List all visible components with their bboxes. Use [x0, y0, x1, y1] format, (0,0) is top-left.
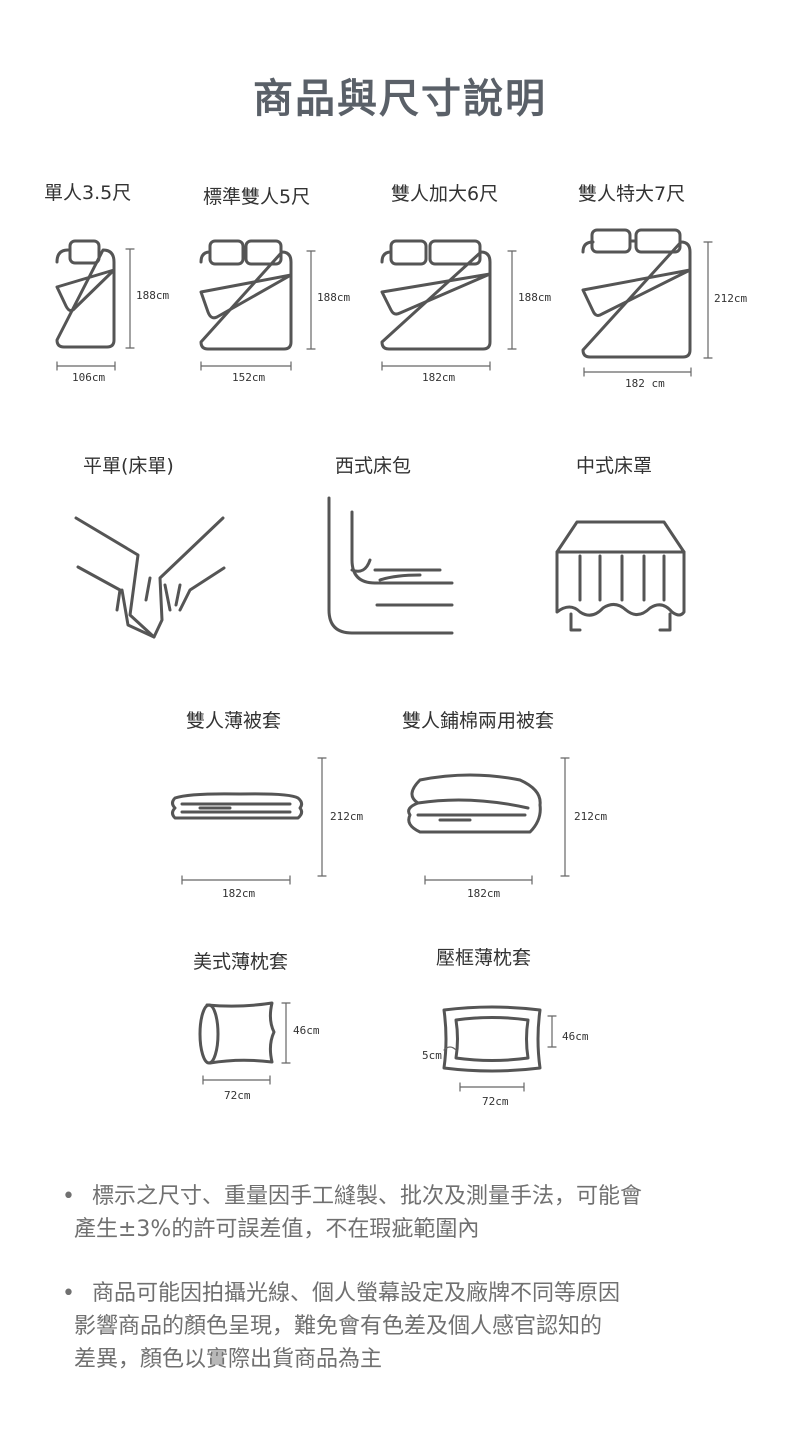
bed-double-length: 188cm — [317, 291, 351, 304]
fitted-sheet-label: 西式床包 — [335, 455, 412, 477]
bed-queen-width: 182cm — [422, 371, 456, 384]
note-color-difference: • 商品可能因拍攝光線、個人螢幕設定及廠牌不同等原因 影響商品的顏色呈現，難免會有… — [62, 1277, 742, 1376]
bullet-icon: • — [62, 1281, 75, 1306]
thin-duvet-icon — [171, 757, 327, 885]
flange-pillowcase-label: 壓框薄枕套 — [436, 947, 532, 969]
note-line: 商品可能因拍攝光線、個人螢幕設定及廠牌不同等原因 — [92, 1281, 621, 1306]
note-line: 標示之尺寸、重量因手工縫製、批次及測量手法，可能會 — [92, 1184, 643, 1209]
bullet-icon: • — [62, 1184, 75, 1209]
note-line: 產生±3%的許可誤差值，不在瑕疵範圍內 — [74, 1217, 480, 1242]
note-line: 差異，顏色以實際出貨商品為主 — [74, 1347, 383, 1372]
flat-sheet-icon — [74, 516, 226, 639]
bed-single-length: 188cm — [136, 289, 170, 302]
flange-pillowcase-border: 5cm — [422, 1049, 442, 1062]
bed-double-width: 152cm — [232, 371, 266, 384]
thin-duvet-length: 212cm — [330, 810, 364, 823]
american-pillowcase-height: 46cm — [293, 1024, 320, 1037]
bed-label-single: 單人3.5尺 — [44, 182, 132, 204]
bed-label-queen: 雙人加大6尺 — [391, 183, 499, 205]
thick-duvet-icon — [407, 757, 570, 885]
page-title: 商品與尺寸說明 — [253, 76, 547, 122]
bed-single-icon — [55, 239, 135, 371]
bedspread-label: 中式床罩 — [576, 455, 653, 477]
thick-duvet-width: 182cm — [467, 887, 501, 900]
bed-label-double: 標準雙人5尺 — [203, 186, 311, 208]
bed-king-length: 212cm — [714, 292, 748, 305]
bed-queen-length: 188cm — [518, 291, 552, 304]
bed-queen-icon — [380, 239, 517, 371]
bed-label-king: 雙人特大7尺 — [578, 183, 686, 205]
thick-duvet-length: 212cm — [574, 810, 608, 823]
american-pillowcase-icon — [198, 1001, 291, 1085]
bedspread-icon — [555, 520, 686, 632]
flange-pillowcase-icon — [442, 1005, 557, 1092]
flat-sheet-label: 平單(床單) — [83, 455, 174, 477]
bed-single-width: 106cm — [72, 371, 106, 384]
bed-king-width: 182 cm — [625, 377, 665, 390]
american-pillowcase-width: 72cm — [224, 1089, 251, 1102]
note-size-tolerance: • 標示之尺寸、重量因手工縫製、批次及測量手法，可能會 產生±3%的許可誤差值，不… — [62, 1180, 742, 1246]
thick-duvet-label: 雙人鋪棉兩用被套 — [402, 710, 555, 732]
note-line: 影響商品的顏色呈現，難免會有色差及個人感官認知的 — [74, 1314, 603, 1339]
fitted-sheet-icon — [327, 496, 454, 635]
flange-pillowcase-width: 72cm — [482, 1095, 509, 1108]
bed-double-icon — [199, 239, 316, 371]
thin-duvet-label: 雙人薄被套 — [186, 710, 282, 732]
flange-pillowcase-height: 46cm — [562, 1030, 589, 1043]
bed-king-icon — [581, 228, 713, 377]
american-pillowcase-label: 美式薄枕套 — [193, 951, 289, 973]
thin-duvet-width: 182cm — [222, 887, 256, 900]
